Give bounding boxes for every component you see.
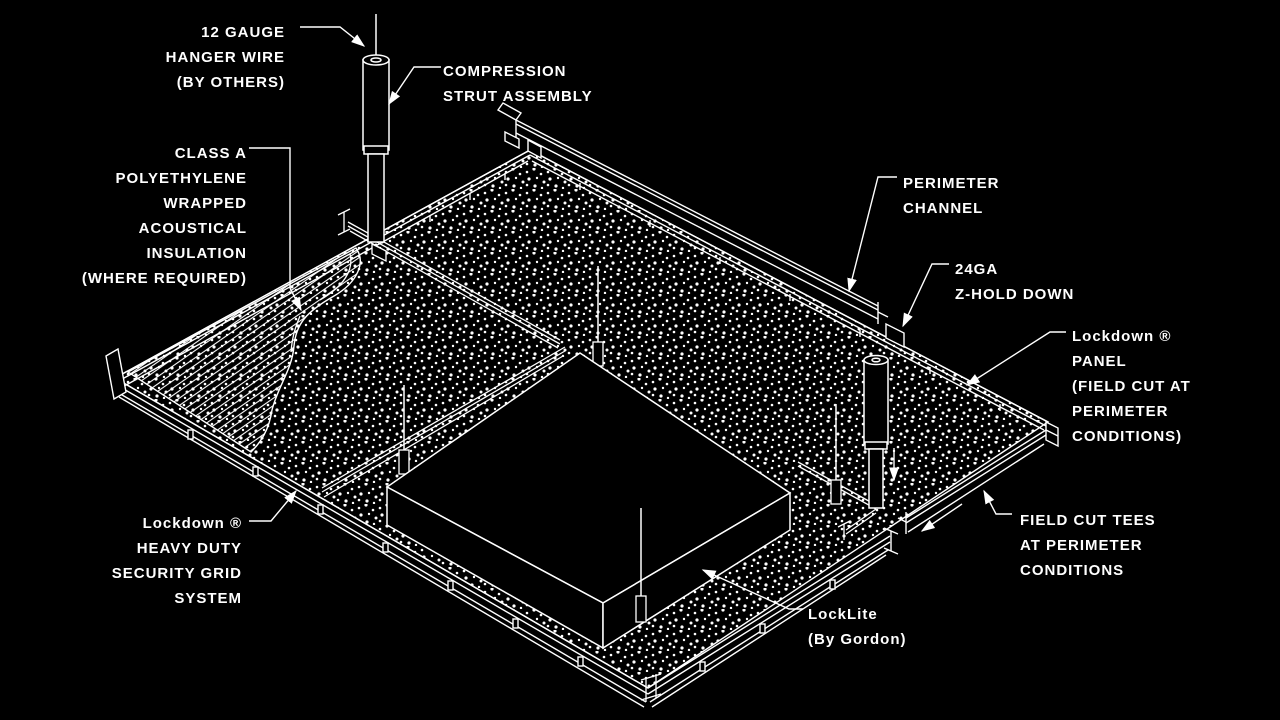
- label-hanger-wire: 12 GAUGE HANGER WIRE (BY OTHERS): [165, 24, 285, 91]
- edge-tee-top-right: [529, 149, 1049, 431]
- leader-panel: [965, 331, 1066, 386]
- label-insulation: CLASS A POLYETHYLENE WRAPPED ACOUSTICAL …: [81, 145, 247, 287]
- corner-tee-profile: [640, 673, 662, 702]
- leader-security-grid: [249, 489, 297, 522]
- label-security-grid: Lockdown ® HEAVY DUTY SECURITY GRID SYST…: [111, 515, 242, 607]
- locklite-panel-box: [385, 352, 792, 650]
- label-perimeter-channel: PERIMETER CHANNEL: [903, 175, 1000, 217]
- acoustical-insulation: [126, 247, 361, 453]
- leader-z-hold: [902, 263, 949, 328]
- label-locklite: LockLite (By Gordon): [808, 606, 907, 648]
- leader-compression: [388, 66, 441, 106]
- interior-cross-tee: [321, 346, 566, 498]
- z-hold-down-clip: [885, 322, 905, 349]
- perimeter-channel-right: [897, 420, 1059, 534]
- label-field-cut-tees: FIELD CUT TEES AT PERIMETER CONDITIONS: [1020, 512, 1156, 579]
- leader-hanger-wire: [300, 26, 366, 47]
- front-left-rail: [105, 347, 649, 708]
- leader-locklite: [701, 569, 803, 610]
- perimeter-channel-top: [496, 102, 889, 324]
- front-right-tee: [647, 527, 899, 708]
- leader-perim-channel: [847, 176, 897, 293]
- assembly-arrows: [889, 448, 963, 532]
- stub-tee-right: [837, 508, 877, 540]
- leader-field-cut-tees: [983, 489, 1012, 515]
- compression-strut-left: [362, 14, 390, 243]
- label-compression-strut: COMPRESSION STRUT ASSEMBLY: [443, 63, 593, 105]
- compression-strut-right: [863, 354, 889, 509]
- leader-lines: [249, 26, 1066, 610]
- label-lockdown-panel: Lockdown ® PANEL (FIELD CUT AT PERIMETER…: [1072, 328, 1191, 445]
- leader-insulation: [249, 147, 302, 312]
- hanger-wire-front: [635, 508, 647, 623]
- label-z-hold-down: 24GA Z-HOLD DOWN: [955, 261, 1075, 303]
